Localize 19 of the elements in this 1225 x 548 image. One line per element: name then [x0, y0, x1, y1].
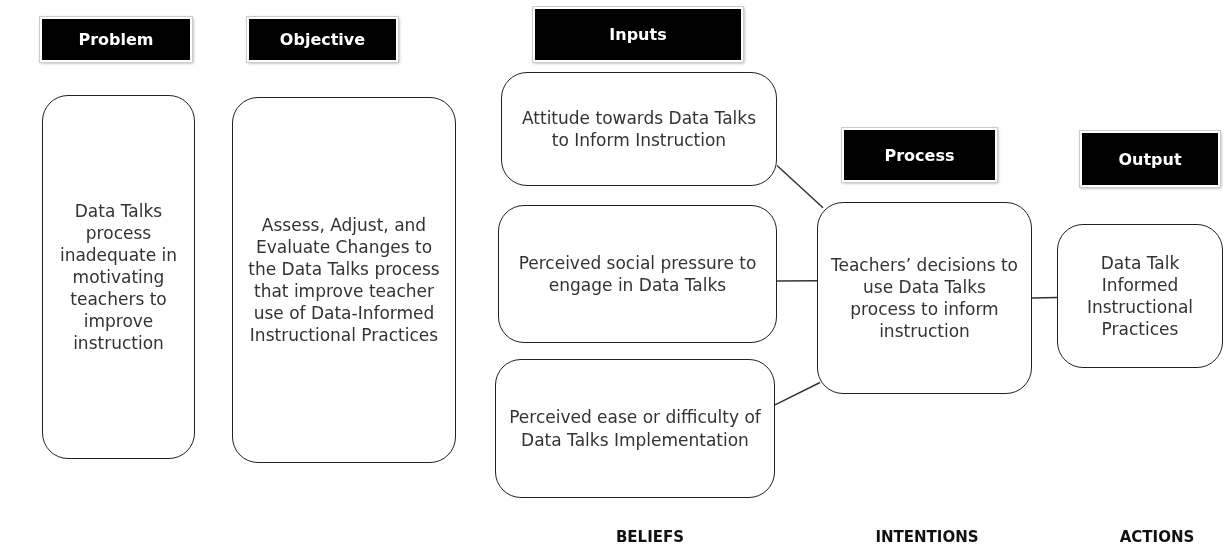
header-label: Objective	[247, 17, 398, 62]
connector-line	[776, 279, 818, 282]
header-label: Problem	[40, 17, 192, 62]
rounded-text-box: Perceived ease or difficulty of Data Talks Implementation	[495, 359, 775, 498]
column-label: ACTIONS	[1119, 528, 1195, 546]
header-label: Output	[1080, 131, 1220, 187]
column-label: INTENTIONS	[875, 528, 979, 546]
rounded-text-box: Assess, Adjust, and Evaluate Changes to the Data Talks process that improve teacher use of Data-Informed Instructional Practices	[232, 97, 456, 463]
connector-line	[1031, 296, 1058, 299]
connector-line	[774, 381, 821, 406]
header-label: Process	[842, 128, 997, 182]
rounded-text-box: Data Talk Informed Instructional Practices	[1057, 224, 1223, 368]
rounded-text-box: Perceived social pressure to engage in Data Talks	[498, 205, 777, 343]
column-label: BELIEFS	[615, 528, 685, 546]
rounded-text-box: Teachers’ decisions to use Data Talks process to inform instruction	[817, 202, 1032, 394]
rounded-text-box: Data Talks process inadequate in motivating teachers to improve instruction	[42, 95, 195, 459]
header-label: Inputs	[533, 7, 743, 62]
rounded-text-box: Attitude towards Data Talks to Inform Instruction	[501, 72, 777, 186]
connector-line	[776, 164, 824, 209]
